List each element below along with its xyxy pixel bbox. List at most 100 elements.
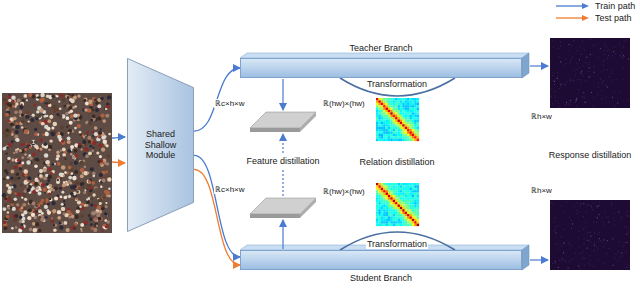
heatmap-cell [405, 127, 407, 129]
crowd-head [97, 105, 101, 109]
heatmap-cell [393, 197, 395, 199]
heatmap-cell [407, 98, 409, 100]
crowd-head [57, 216, 61, 220]
crowd-head [27, 216, 31, 220]
heatmap-cell [398, 216, 400, 218]
crowd-head [100, 114, 104, 118]
heatmap-cell [400, 108, 402, 110]
density-speck [580, 268, 581, 269]
crowd-head [47, 119, 51, 123]
density-speck [581, 83, 582, 84]
density-speck [590, 265, 591, 266]
heatmap-cell [412, 136, 414, 138]
crowd-head [100, 186, 103, 189]
heatmap-cell [381, 214, 383, 216]
heatmap-cell [417, 188, 419, 190]
density-speck [603, 225, 604, 226]
heatmap-cell [381, 117, 383, 119]
density-speck [583, 229, 584, 230]
heatmap-cell [400, 209, 402, 211]
crowd-head [59, 186, 63, 190]
heatmap-cell [398, 214, 400, 216]
crowd-head [64, 171, 67, 174]
heatmap-cell [398, 136, 400, 138]
heatmap-cell [386, 209, 388, 211]
crowd-head [73, 184, 77, 188]
heatmap-cell [388, 209, 390, 211]
heatmap-cell [386, 136, 388, 138]
crowd-head [96, 224, 99, 227]
crowd-head [10, 206, 12, 208]
heatmap-cell [417, 209, 419, 211]
crowd-head [46, 209, 49, 212]
crowd-head [34, 182, 38, 186]
density-speck [577, 69, 578, 70]
crowd-head [34, 140, 37, 143]
heatmap-cell [412, 190, 414, 192]
crowd-head [83, 191, 86, 194]
density-speck [603, 65, 604, 66]
heatmap-cell [395, 200, 397, 202]
heatmap-cell [378, 108, 380, 110]
crowd-head [99, 155, 102, 158]
heatmap-cell [390, 214, 392, 216]
heatmap-cell [414, 197, 416, 199]
crowd-head [3, 178, 5, 180]
crowd-head [91, 211, 96, 216]
heatmap-cell [409, 193, 411, 195]
heatmap-cell [405, 131, 407, 133]
heatmap-cell [376, 190, 378, 192]
crowd-head [68, 176, 72, 180]
density-speck [583, 216, 584, 217]
heatmap-cell [407, 134, 409, 136]
crowd-head [105, 114, 109, 118]
density-speck [611, 202, 612, 203]
heatmap-cell [390, 216, 392, 218]
crowd-head [61, 191, 64, 194]
density-speck [585, 221, 586, 222]
heatmap-cell [414, 103, 416, 105]
branch-label: Student Branch [241, 273, 521, 283]
heatmap-cell [386, 221, 388, 223]
heatmap-cell [376, 131, 378, 133]
density-speck [553, 72, 554, 73]
heatmap-cell [405, 124, 407, 126]
heatmap-cell [412, 122, 414, 124]
heatmap-cell [393, 207, 395, 209]
heatmap-cell [409, 212, 411, 214]
legend-line-sample [556, 2, 590, 10]
heatmap-cell [395, 112, 397, 114]
density-speck [555, 91, 556, 92]
crowd-head [21, 156, 24, 159]
heatmap-cell [381, 205, 383, 207]
heatmap-cell [417, 110, 419, 112]
density-map [550, 38, 630, 108]
density-speck [583, 239, 584, 240]
crowd-head [62, 203, 66, 207]
heatmap-cell [417, 205, 419, 207]
crowd-head [97, 199, 100, 202]
heatmap-cell [378, 103, 380, 105]
heatmap-cell [395, 122, 397, 124]
heatmap-cell [409, 103, 411, 105]
crowd-head [28, 208, 32, 212]
heatmap-cell [395, 216, 397, 218]
density-speck [569, 261, 570, 262]
heatmap-cell [390, 193, 392, 195]
density-speck [557, 76, 558, 77]
crowd-head [88, 100, 92, 104]
heatmap-cell [390, 197, 392, 199]
dimension-label: ℝc×h×w [214, 99, 246, 108]
density-speck [596, 206, 597, 207]
heatmap-cell [414, 183, 416, 185]
density-speck [577, 202, 578, 203]
crowd-head [18, 110, 22, 114]
heatmap-cell [417, 105, 419, 107]
crowd-head [22, 143, 25, 146]
heatmap-cell [402, 127, 404, 129]
density-speck [626, 267, 627, 268]
density-speck [588, 204, 589, 205]
crowd-head [16, 158, 20, 162]
crowd-head [75, 215, 79, 219]
heatmap-cell [378, 200, 380, 202]
